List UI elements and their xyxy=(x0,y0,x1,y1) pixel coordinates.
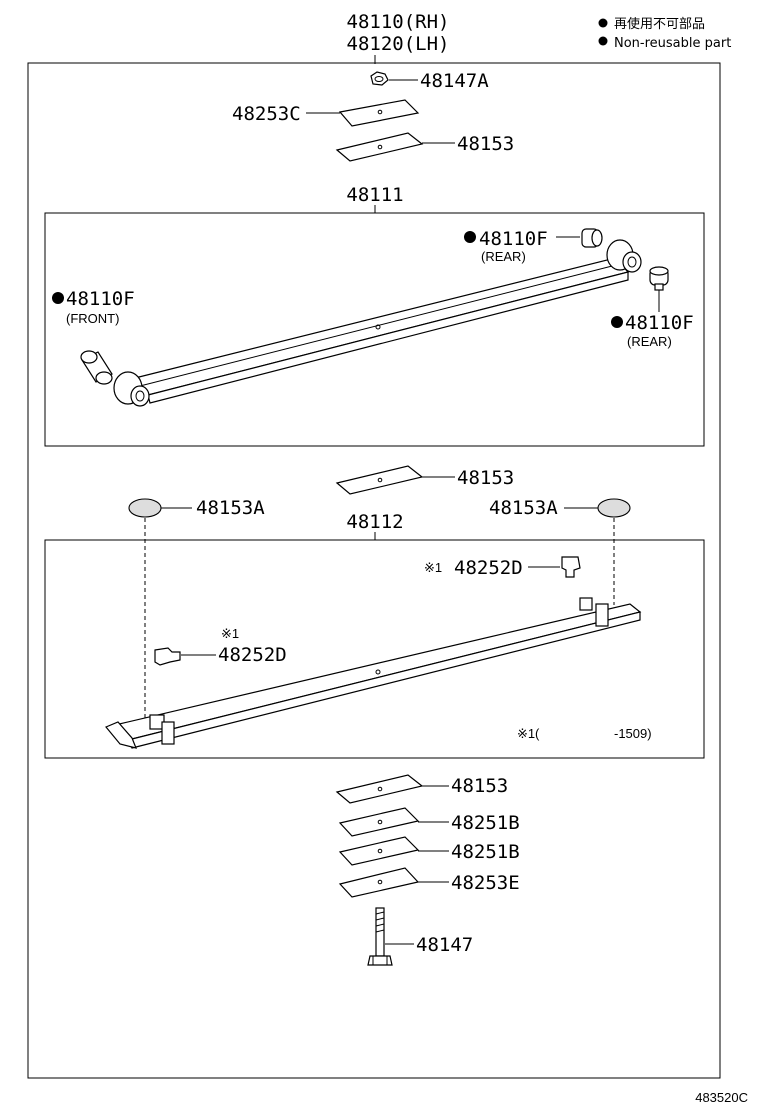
label-48112[interactable]: 48112 xyxy=(346,511,403,533)
mark-48252d-left: ※1 xyxy=(221,626,239,641)
assembly-lh-number[interactable]: 48120(LH) xyxy=(347,33,450,55)
label-48111[interactable]: 48111 xyxy=(346,184,403,206)
legend-dot-icon xyxy=(598,36,608,46)
insulator-48153-mid[interactable] xyxy=(335,465,424,495)
plate-48251b-b[interactable] xyxy=(338,836,420,866)
bushing-front[interactable] xyxy=(80,350,113,385)
plate-48251b-a[interactable] xyxy=(338,807,420,837)
cap-48153a-right[interactable] xyxy=(597,498,631,518)
label-48253c[interactable]: 48253C xyxy=(232,103,301,125)
label-48153a-left[interactable]: 48153A xyxy=(196,497,265,519)
note-range: -1509) xyxy=(614,726,652,741)
label-48153-mid[interactable]: 48153 xyxy=(457,467,514,489)
leaf2-frame xyxy=(44,539,705,759)
note-mark: ※1 xyxy=(517,726,535,741)
non-reusable-dot-icon xyxy=(611,316,623,328)
bolt-48147[interactable] xyxy=(367,907,393,966)
label-48252d-right[interactable]: 48252D xyxy=(454,557,523,579)
clip-48252d-right[interactable] xyxy=(561,556,581,578)
cover-48253c[interactable] xyxy=(338,99,420,127)
main-leaf-spring[interactable] xyxy=(113,239,642,407)
legend-jp: 再使用不可部品 xyxy=(614,16,705,32)
outer-frame xyxy=(27,62,721,1079)
label-48153a-right[interactable]: 48153A xyxy=(489,497,558,519)
mark-48252d-right: ※1 xyxy=(424,560,442,575)
label-48251b-a[interactable]: 48251B xyxy=(451,812,520,834)
label-48253e[interactable]: 48253E xyxy=(451,872,520,894)
legend-dot-icon xyxy=(598,18,608,28)
note-open: ( xyxy=(535,726,540,741)
note-rear-top: (REAR) xyxy=(481,249,526,264)
label-48251b-b[interactable]: 48251B xyxy=(451,841,520,863)
label-48147a[interactable]: 48147A xyxy=(420,70,489,92)
second-leaf-spring[interactable] xyxy=(105,597,642,749)
leaf1-frame xyxy=(44,212,705,447)
cover-48253e[interactable] xyxy=(338,867,420,898)
insulator-48153-low[interactable] xyxy=(335,774,424,804)
clip-48252d-left[interactable] xyxy=(154,647,181,666)
label-48153-low[interactable]: 48153 xyxy=(451,775,508,797)
bushing-rear-right[interactable] xyxy=(649,266,669,291)
nut-48147a[interactable] xyxy=(370,71,389,86)
diagram-code: 483520C xyxy=(695,1090,748,1105)
label-48252d-left[interactable]: 48252D xyxy=(218,644,287,666)
note-rear-right: (REAR) xyxy=(627,334,672,349)
cap-48153a-left[interactable] xyxy=(128,498,162,518)
label-48147[interactable]: 48147 xyxy=(416,934,473,956)
insulator-48153-top[interactable] xyxy=(335,132,424,162)
legend-en: Non-reusable part xyxy=(614,36,731,51)
label-48153-top[interactable]: 48153 xyxy=(457,133,514,155)
non-reusable-dot-icon xyxy=(464,231,476,243)
non-reusable-dot-icon xyxy=(52,292,64,304)
label-48110f-rear-top[interactable]: 48110F xyxy=(479,228,548,250)
bushing-rear-top[interactable] xyxy=(581,228,603,248)
note-front: (FRONT) xyxy=(66,311,119,326)
label-48110f-rear-right[interactable]: 48110F xyxy=(625,312,694,334)
label-48110f-front[interactable]: 48110F xyxy=(66,288,135,310)
assembly-rh-number[interactable]: 48110(RH) xyxy=(347,11,450,33)
